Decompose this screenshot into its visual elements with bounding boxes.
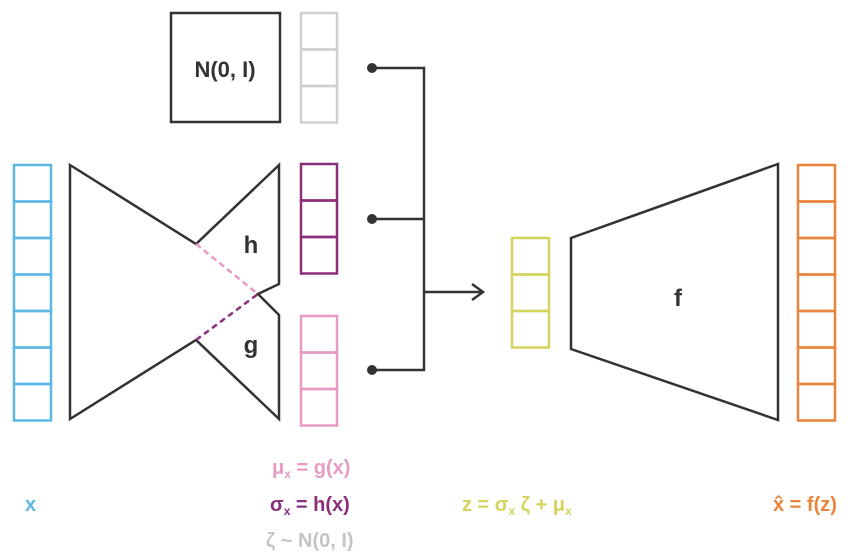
prior-sample-vector: [299, 11, 339, 124]
decoder-f-label: f: [674, 285, 683, 312]
vector-cell: [510, 309, 551, 349]
connector-dot-icon: [367, 63, 377, 73]
vector-cell: [510, 236, 551, 276]
connector-dot-icon: [367, 214, 377, 224]
combine-connector: [372, 66, 482, 372]
vector-cell: [299, 351, 339, 391]
caption-mu: μx = g(x): [272, 457, 350, 481]
caption-z-text: z = σ: [462, 494, 509, 516]
caption-sigma-symbol: σ: [270, 494, 284, 516]
vector-cell: [12, 236, 53, 276]
encoder-h-label: h: [244, 232, 259, 259]
caption-x: x: [25, 494, 36, 517]
encoder-shape: [68, 162, 281, 422]
vector-cell: [299, 235, 339, 275]
caption-zeta: ζ ~ N(0, I): [266, 530, 354, 553]
prior-box: [169, 11, 282, 124]
mu-vector: [299, 314, 339, 427]
caption-xhat-text: = f(z): [784, 494, 837, 516]
vector-cell: [299, 314, 339, 354]
vector-cell: [796, 346, 837, 386]
encoder-g-dashed-line: [195, 292, 259, 342]
caption-mu-subscript: x: [284, 467, 291, 481]
vector-cell: [796, 309, 837, 349]
vector-cell: [12, 273, 53, 313]
sigma-vector: [299, 162, 339, 275]
caption-sigma-subscript: x: [283, 504, 291, 518]
vector-cell: [299, 162, 339, 202]
vector-cell: [510, 273, 551, 313]
caption-z-subscript-1: x: [508, 504, 516, 518]
vector-cell: [796, 200, 837, 240]
vector-cell: [796, 382, 837, 422]
vector-cell: [796, 273, 837, 313]
caption-mu-symbol: μ: [272, 457, 285, 479]
vector-cell: [796, 163, 837, 203]
caption-x-text: x: [25, 494, 37, 516]
connector-dot-icon: [367, 365, 377, 375]
vector-cell: [796, 236, 837, 276]
vector-cell: [299, 199, 339, 239]
encoder-h-dashed-line: [195, 243, 259, 295]
latent-vector-z: [510, 236, 551, 349]
vector-cell: [12, 163, 53, 203]
caption-mu-text: = g(x): [290, 457, 351, 479]
caption-z-subscript-2: x: [564, 504, 572, 518]
output-vector-xhat: [796, 163, 837, 422]
vector-cell: [12, 346, 53, 386]
caption-z-middle: ζ + μ: [515, 494, 565, 516]
vector-cell: [299, 11, 339, 51]
vector-cell: [12, 200, 53, 240]
decoder-shape: [569, 162, 780, 422]
caption-z: z = σx ζ + μx: [462, 494, 572, 518]
prior-box-label: N(0, I): [194, 57, 255, 82]
right-arrow-icon: [471, 282, 486, 302]
caption-sigma: σx = h(x): [270, 494, 350, 518]
vector-cell: [299, 387, 339, 427]
caption-xhat: x̂ = f(z): [773, 494, 837, 517]
vector-cell: [12, 309, 53, 349]
vector-cell: [299, 84, 339, 124]
caption-sigma-text: = h(x): [290, 494, 350, 516]
input-vector-x: [12, 163, 53, 422]
vector-cell: [12, 382, 53, 422]
vector-cell: [299, 48, 339, 88]
encoder-g-label: g: [244, 332, 259, 359]
caption-zeta-text: ζ ~ N(0, I): [266, 530, 354, 552]
caption-xhat-symbol: x̂: [773, 494, 785, 516]
